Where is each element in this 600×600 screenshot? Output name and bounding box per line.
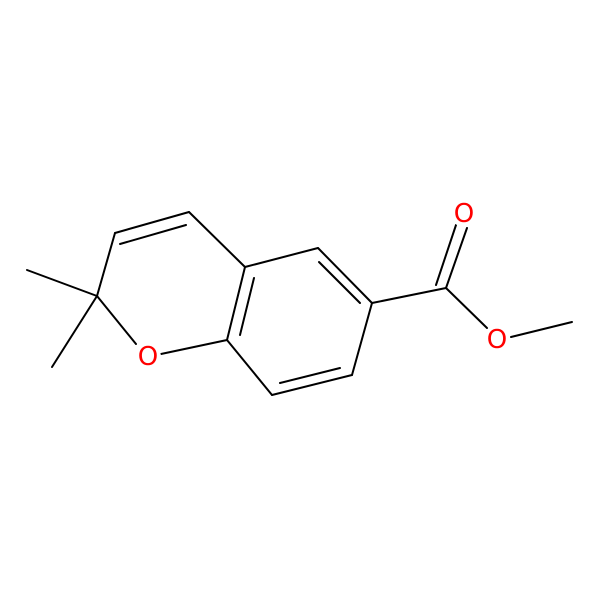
ester-oxygen-methyl-bond <box>510 321 573 338</box>
c5-c6-bond-outer <box>317 247 373 304</box>
methyl-bond-upper <box>26 269 98 297</box>
carbonyl-oxygen-atom: O <box>451 199 477 229</box>
c7-c8-bond-inner <box>279 367 341 384</box>
ring-oxygen-atom: O <box>135 342 161 372</box>
c4-c4a-bond <box>188 211 246 268</box>
c8-c8a-bond <box>226 339 273 396</box>
atom-label-layer: O O O <box>135 199 510 372</box>
c4a-c5-bond <box>244 247 319 268</box>
ester-oxygen-atom: O <box>484 325 510 355</box>
c3-c4-bond-outer <box>114 211 190 234</box>
carbonyl-oxygen-label: O <box>454 199 474 229</box>
carbonyl-carbon-ester-oxygen-bond <box>445 287 488 329</box>
ring-oxygen-label: O <box>138 342 158 372</box>
c2-c3-bond <box>96 232 116 297</box>
c7-c8-bond-outer <box>271 374 353 396</box>
c5-c6-bond-inner <box>318 261 361 304</box>
ring-oxygen-c2-bond <box>96 295 137 345</box>
c3-c4-bond-inner <box>119 224 187 245</box>
c6-c7-bond <box>351 302 373 376</box>
c8a-c4a-bond-inner <box>239 277 255 336</box>
c6-carbonyl-carbon-bond <box>371 287 447 304</box>
c8a-c4a-bond-outer <box>226 266 246 341</box>
bond-layer <box>26 211 573 396</box>
ester-oxygen-label: O <box>487 325 507 355</box>
methyl-bond-lower <box>51 295 98 368</box>
carbonyl-double-bond-a <box>445 227 468 289</box>
c8a-ring-oxygen-bond <box>160 339 228 355</box>
carbonyl-double-bond-b <box>435 224 457 286</box>
